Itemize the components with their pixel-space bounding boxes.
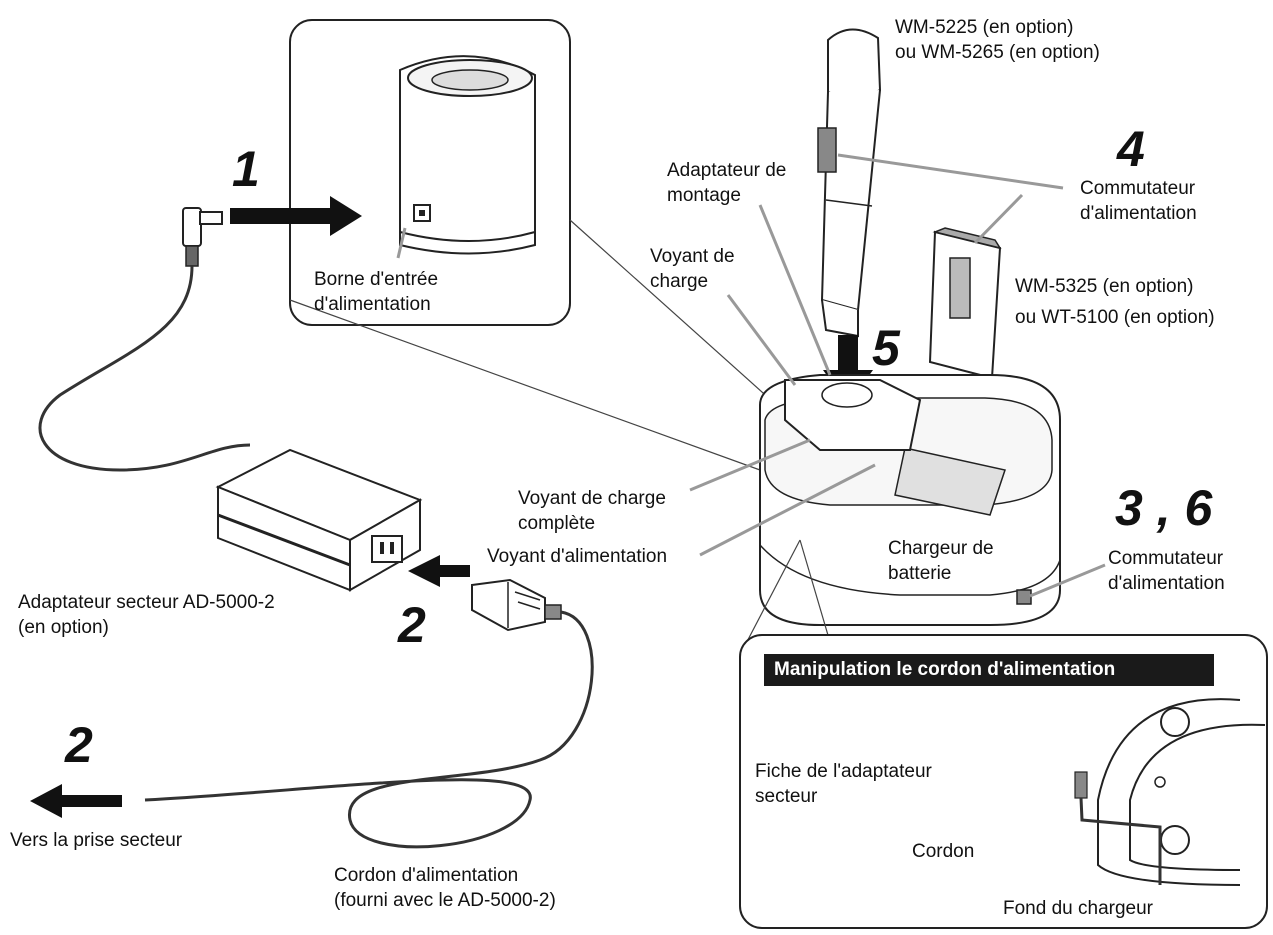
step-number-4: 4 (1117, 121, 1145, 177)
step-number-2-plug: 2 (398, 597, 426, 653)
label-fiche-line2: secteur (755, 786, 818, 807)
label-commutateur-bottom-line2: d'alimentation (1108, 573, 1225, 594)
label-wm5325-line2: ou WT-5100 (en option) (1015, 307, 1215, 328)
label-adaptateur-secteur-line1: Adaptateur secteur AD-5000-2 (18, 592, 275, 613)
label-voyant-charge-line1: Voyant de (650, 246, 735, 267)
step-number-5: 5 (872, 320, 900, 376)
label-commutateur-bottom-line1: Commutateur (1108, 548, 1224, 569)
step-number-3-6: 3 , 6 (1115, 480, 1213, 536)
label-voyant-alimentation: Voyant d'alimentation (487, 546, 668, 567)
label-wm5225-line2: ou WM-5265 (en option) (895, 42, 1100, 63)
label-chargeur-line1: Chargeur de (888, 538, 994, 559)
label-adaptateur-secteur-line2: (en option) (18, 617, 109, 638)
ac-adapter (215, 448, 423, 592)
arrow-step1 (230, 196, 362, 236)
step-number-1: 1 (232, 141, 260, 197)
label-borne-line2: d'alimentation (314, 294, 431, 315)
label-adaptateur-montage-line1: Adaptateur de (667, 160, 787, 181)
label-vers-prise: Vers la prise secteur (10, 830, 183, 851)
label-commutateur-top-line2: d'alimentation (1080, 203, 1197, 224)
dc-plug (182, 207, 223, 267)
label-chargeur-line2: batterie (888, 563, 952, 584)
label-adaptateur-montage-line2: montage (667, 185, 741, 206)
charger-closeup (399, 55, 536, 255)
label-borne-line1: Borne d'entrée (314, 269, 439, 290)
label-voyant-charge-line2: charge (650, 271, 709, 292)
step-number-2-outlet: 2 (65, 717, 93, 773)
label-fiche-line1: Fiche de l'adaptateur (755, 761, 932, 782)
inset-title-banner: Manipulation le cordon d'alimentation (764, 654, 1214, 686)
label-voyant-complete-line1: Voyant de charge (518, 488, 666, 509)
power-cord-plug (471, 578, 562, 632)
arrow-step2-plug (408, 555, 470, 587)
inset-box (739, 539, 1268, 929)
label-wm5325-line1: WM-5325 (en option) (1015, 276, 1194, 297)
arrow-to-outlet (30, 784, 122, 818)
adapter-cable (38, 265, 251, 472)
label-voyant-complete-line2: complète (518, 513, 596, 534)
label-cordon-inset: Cordon (912, 841, 975, 862)
power-cord (144, 610, 594, 849)
label-wm5225-line1: WM-5225 (en option) (895, 17, 1074, 38)
label-fond-chargeur: Fond du chargeur (1003, 898, 1153, 919)
label-commutateur-top-line1: Commutateur (1080, 178, 1196, 199)
label-cordon-line2: (fourni avec le AD-5000-2) (334, 890, 556, 911)
bodypack-transmitter (928, 227, 1002, 380)
label-cordon-line1: Cordon d'alimentation (334, 865, 519, 886)
battery-charger (759, 374, 1061, 626)
handheld-microphone (817, 28, 882, 338)
